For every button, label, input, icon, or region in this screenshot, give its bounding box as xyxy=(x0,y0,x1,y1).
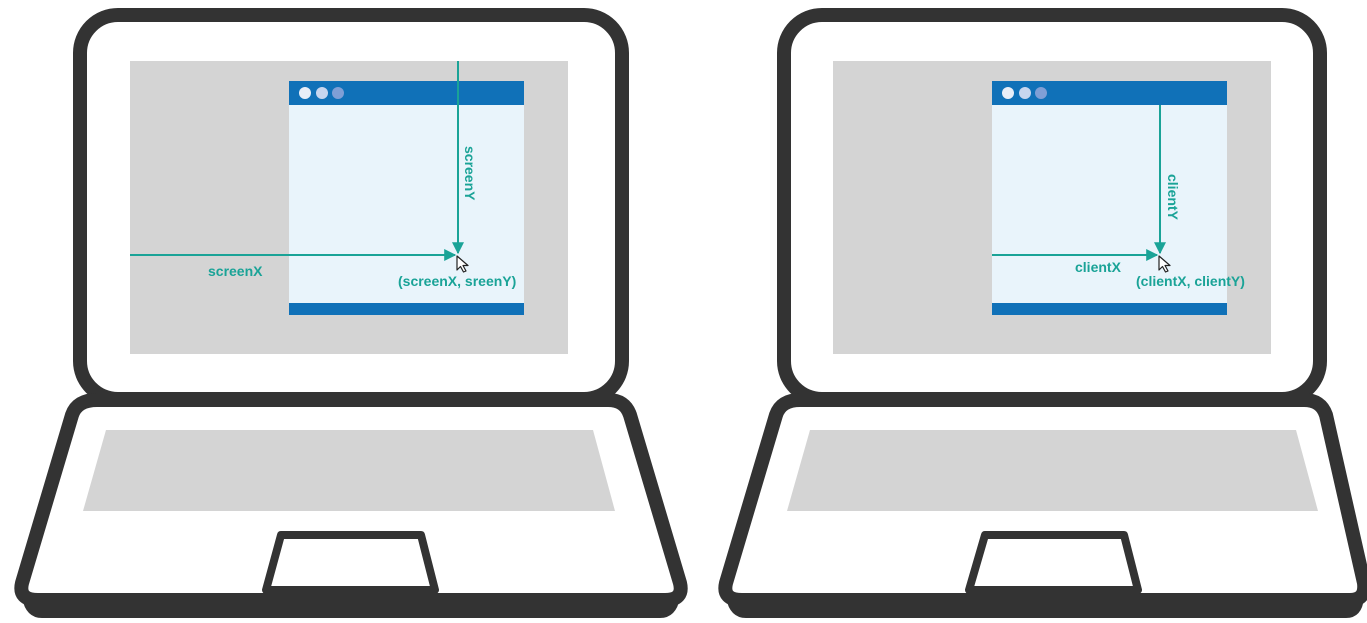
left-trackpad xyxy=(266,535,435,590)
left-x-label: screenX xyxy=(208,263,263,279)
left-point-label: (screenX, sreenY) xyxy=(398,273,516,289)
left-y-label: screenY xyxy=(462,146,478,201)
right-window-bottombar xyxy=(992,303,1227,315)
right-x-label: clientX xyxy=(1075,259,1122,275)
left-laptop: screenX screenY (screenX, sreenY) xyxy=(21,15,680,618)
left-keyboard xyxy=(83,430,615,511)
window-controls-icon xyxy=(299,87,344,99)
left-base-bottom xyxy=(22,598,680,618)
left-window-bottombar xyxy=(289,303,524,315)
window-controls-icon xyxy=(1002,87,1047,99)
right-base-bottom xyxy=(726,598,1364,618)
right-y-label: clientY xyxy=(1165,174,1181,221)
right-point-label: (clientX, clientY) xyxy=(1136,273,1245,289)
right-keyboard xyxy=(787,430,1318,511)
right-trackpad xyxy=(969,535,1138,590)
right-laptop: clientX clientY (clientX, clientY) xyxy=(725,15,1364,618)
